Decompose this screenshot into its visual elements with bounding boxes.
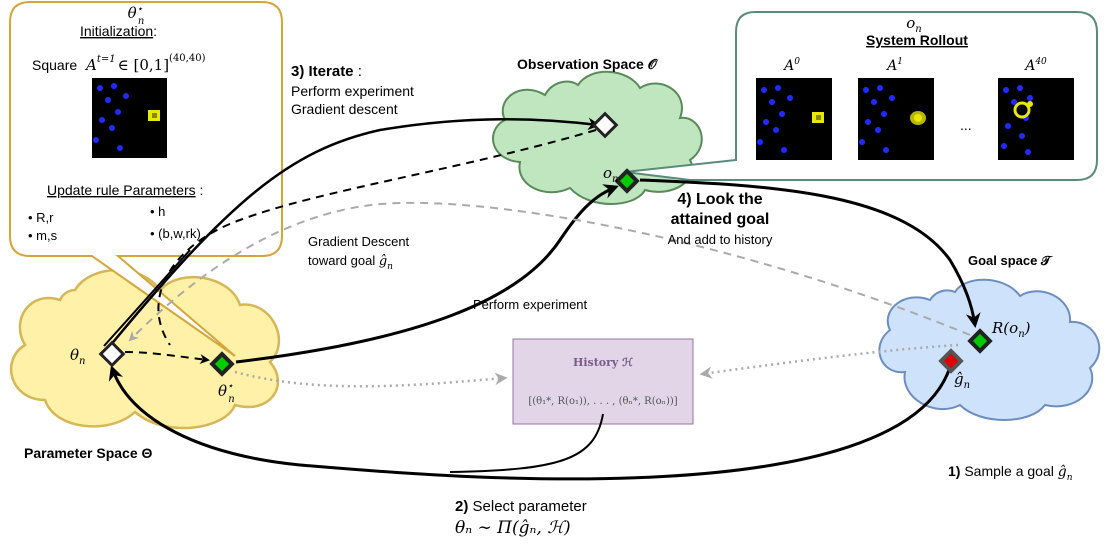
theta-n-marker bbox=[98, 340, 126, 368]
arrow-gradient-descent bbox=[157, 129, 597, 346]
theta-n-label: θn bbox=[70, 346, 85, 367]
arrow-sample-to-theta bbox=[108, 365, 952, 481]
r-o-n-label: R(on) bbox=[991, 319, 1031, 340]
param-bullet-4: • (b,w,rk) bbox=[150, 226, 201, 241]
observation-space-label: Observation Space 𝒪 bbox=[517, 56, 658, 72]
gradient-label-line2: toward goal ĝn bbox=[308, 253, 393, 272]
observation-space-cloud bbox=[492, 70, 703, 205]
rollout-title: on bbox=[906, 14, 921, 35]
rollout-frame-0 bbox=[756, 78, 832, 160]
arrow-gray-goal-to-history bbox=[699, 343, 959, 379]
init-math: At=1∈ [0,1](40,40) bbox=[84, 53, 206, 74]
step1-label: 1) Sample a goal ĝn bbox=[948, 463, 1073, 483]
obs-green-marker bbox=[614, 168, 640, 194]
param-bullet-2: • m,s bbox=[28, 228, 58, 243]
init-heading: Initialization: bbox=[80, 23, 157, 39]
step2-math: θₙ ∼ Π(ĝₙ, ℋ) bbox=[455, 518, 571, 538]
arrow-iterate bbox=[104, 117, 601, 353]
goal-space-cloud bbox=[878, 278, 1101, 421]
perform-experiment-label: Perform experiment bbox=[473, 297, 588, 312]
obs-white-marker bbox=[591, 111, 619, 139]
o-n-label: on bbox=[603, 164, 618, 185]
gradient-label-line1: Gradient Descent bbox=[308, 234, 410, 249]
init-frame-image bbox=[92, 78, 167, 158]
callout-theta-title: θ⋆n bbox=[128, 4, 145, 27]
arrow-perform-experiment bbox=[235, 184, 619, 364]
arrow-look-goal bbox=[639, 178, 981, 328]
parameter-space-label: Parameter Space Θ bbox=[24, 445, 153, 461]
step3-line1: Perform experiment bbox=[291, 83, 414, 99]
param-bullet-1: • R,r bbox=[28, 210, 54, 225]
arrow-gray-goal-to-theta bbox=[128, 201, 971, 342]
step4-line2: attained goal bbox=[671, 211, 770, 228]
goal-space-label: Goal space 𝒯 bbox=[968, 253, 1053, 268]
rollout-heading: System Rollout bbox=[866, 32, 968, 48]
callout-theta-box bbox=[9, 1, 283, 357]
history-content: [(θ₁*, R(o₁)), . . . , (θₙ*, R(oₙ))] bbox=[528, 396, 677, 407]
param-bullet-3: • h bbox=[150, 204, 165, 219]
update-heading: Update rule Parameters : bbox=[47, 182, 203, 198]
step2-label: 2) Select parameter bbox=[455, 498, 587, 515]
arrow-theta-to-theta-star bbox=[124, 351, 210, 365]
frame-label-1: A1 bbox=[885, 57, 903, 74]
theta-star-label: θ⋆n bbox=[218, 381, 235, 405]
step4-line3: And add to history bbox=[668, 232, 773, 247]
frame-label-40: A40 bbox=[1023, 57, 1047, 74]
step3-title: 3) Iterate : bbox=[291, 63, 362, 80]
history-box bbox=[512, 338, 694, 425]
history-label: History ℋ bbox=[573, 356, 633, 369]
callout-theta-pointer bbox=[103, 249, 191, 347]
rollout-frame-1 bbox=[858, 78, 934, 160]
rollout-ellipsis: ... bbox=[960, 117, 972, 133]
goal-red-marker bbox=[938, 348, 964, 374]
g-hat-label: ĝn bbox=[954, 370, 970, 391]
init-text: Square bbox=[32, 57, 77, 73]
rollout-frame-40 bbox=[998, 78, 1074, 160]
goal-green-marker bbox=[967, 328, 993, 354]
theta-star-marker bbox=[209, 351, 235, 377]
arrow-history-select bbox=[449, 413, 604, 473]
frame-label-0: A0 bbox=[782, 57, 800, 74]
step4-line1: 4) Look the bbox=[677, 191, 762, 208]
step3-line2: Gradient descent bbox=[291, 101, 398, 117]
